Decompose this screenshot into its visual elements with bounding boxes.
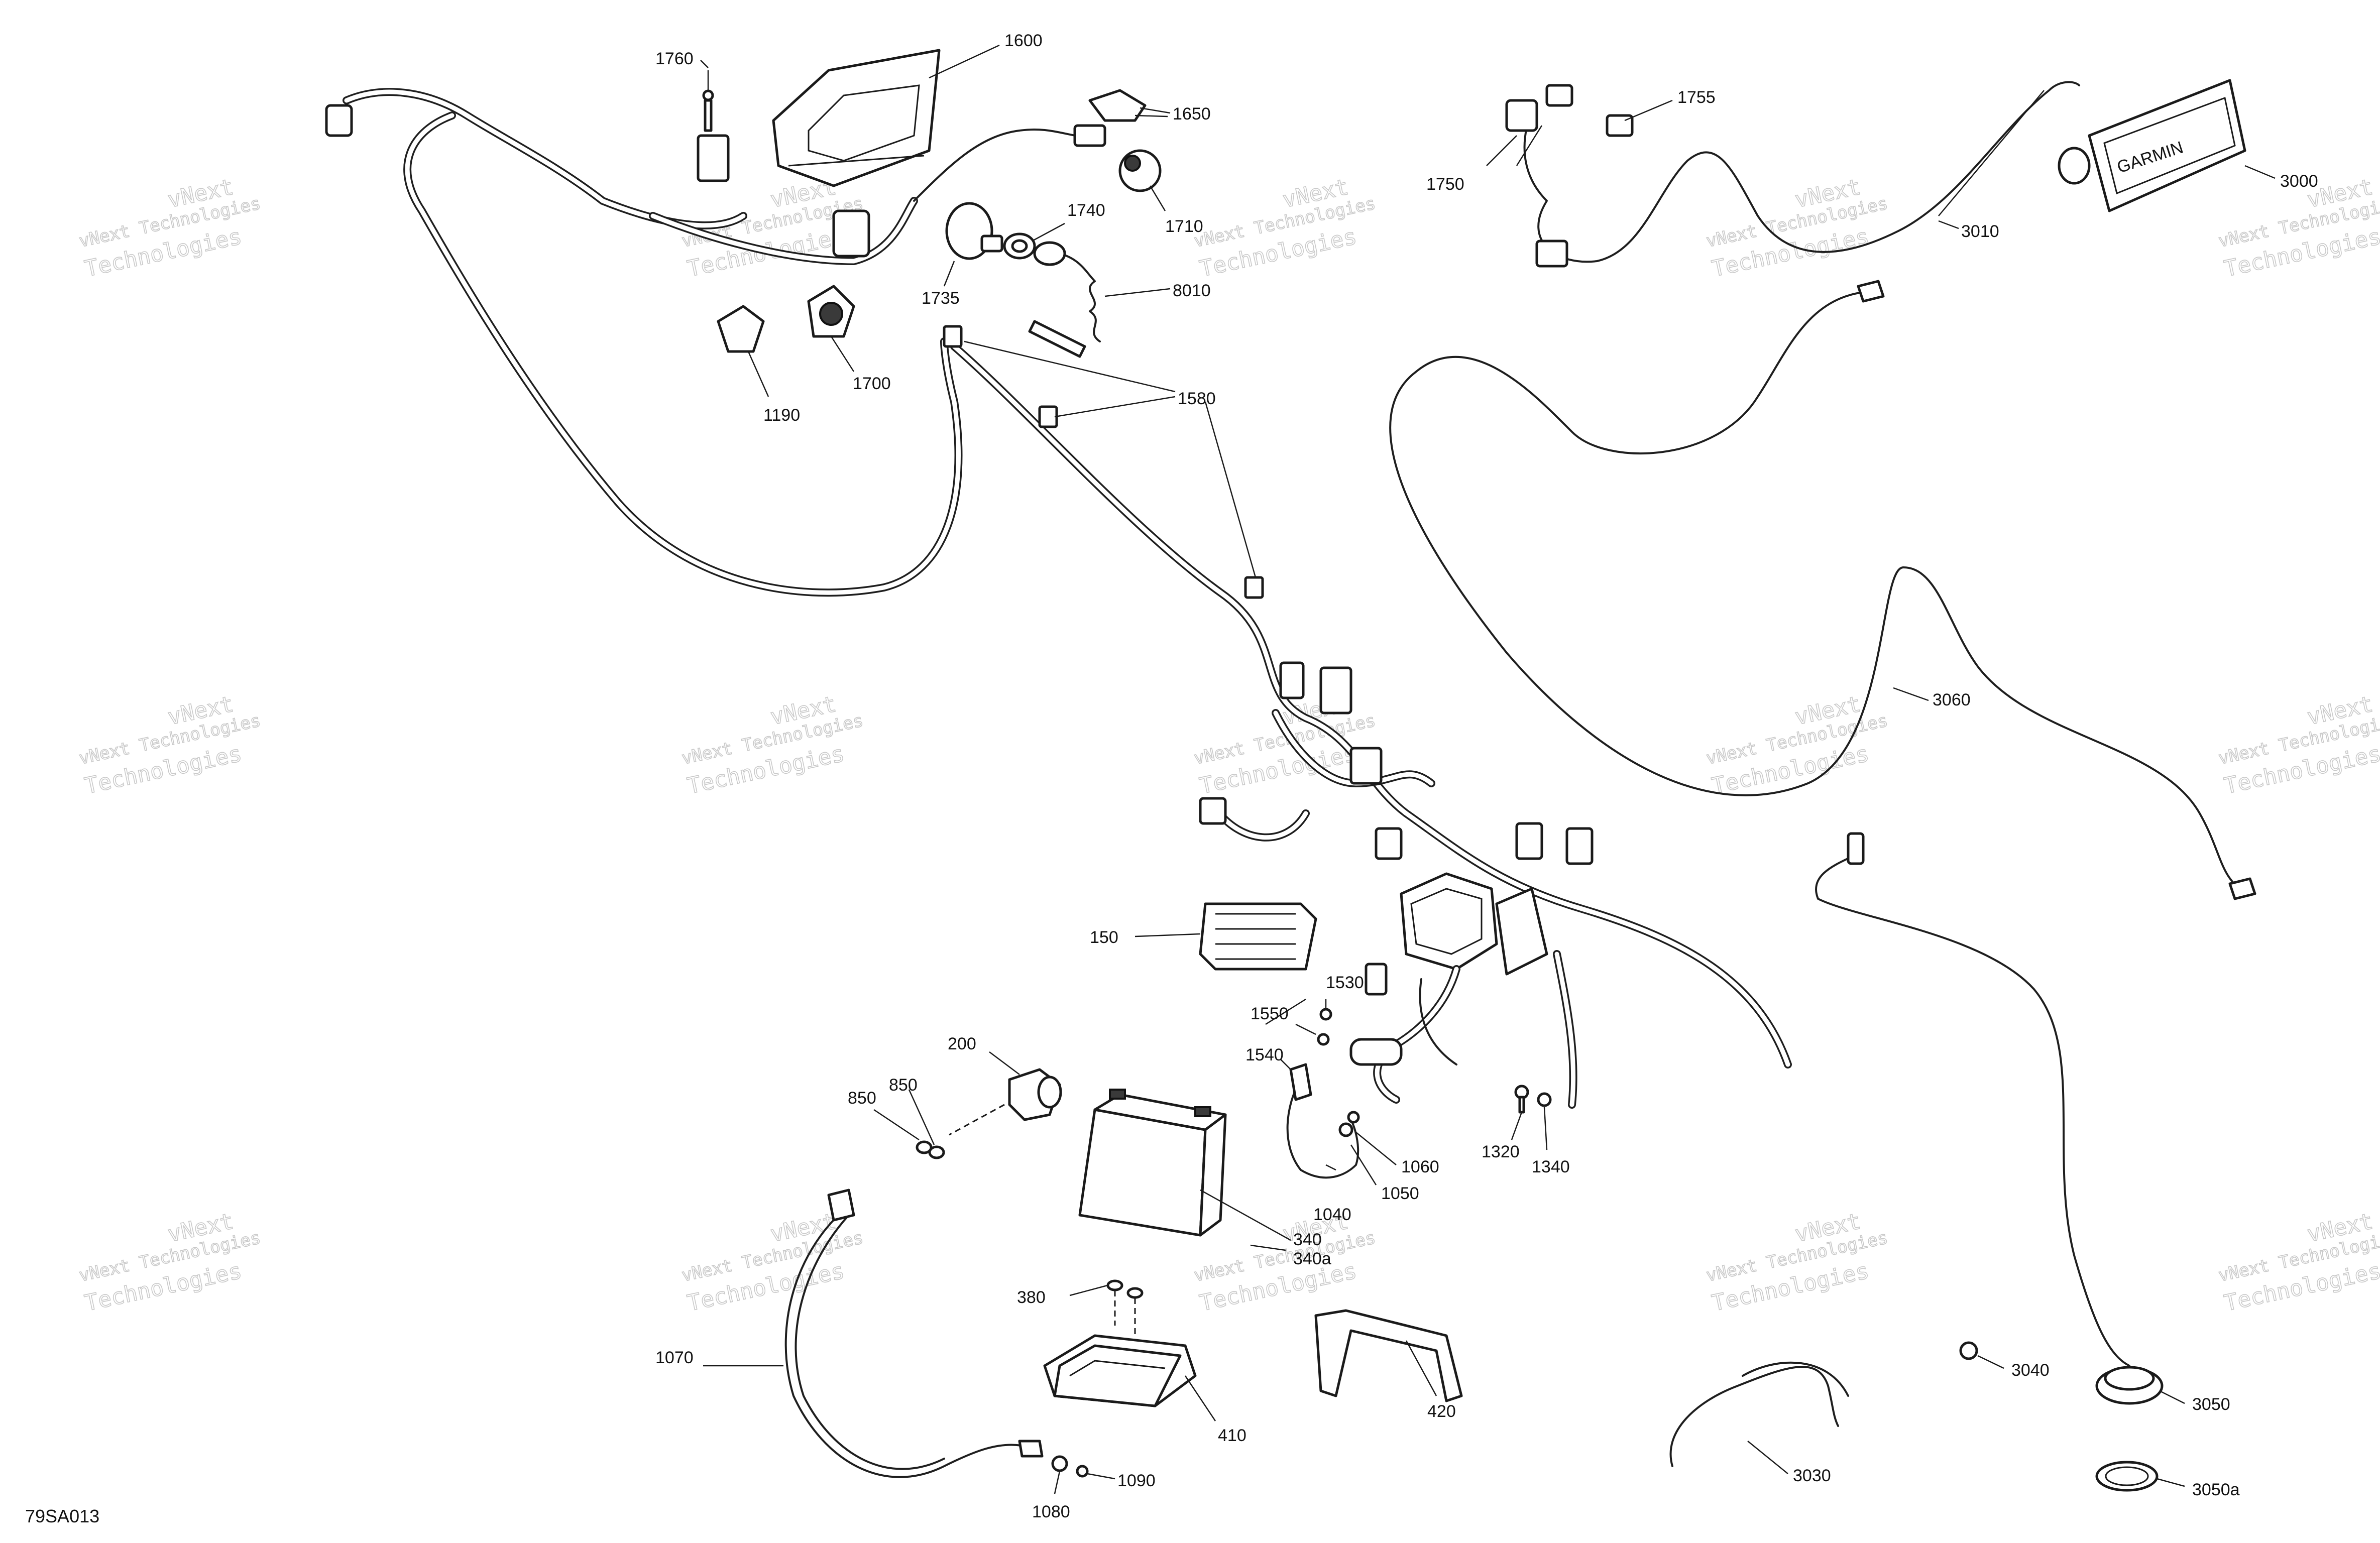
fasteners-1320-1340 — [1511, 1085, 1552, 1150]
part-label: 1600 — [1004, 31, 1043, 50]
connector-1650 — [1088, 89, 1171, 122]
part-label: 1750 — [1426, 175, 1464, 194]
part-label: 200 — [948, 1034, 976, 1053]
part-label: 1070 — [655, 1348, 694, 1367]
dash-harness — [325, 88, 1792, 1069]
watermark: vNext Technologies vNext Technologies — [1704, 174, 1890, 282]
switch-1710 — [1118, 149, 1166, 211]
part-label: 3060 — [1933, 690, 1971, 709]
part-label: 1580 — [1178, 389, 1216, 408]
connector-1190 — [717, 305, 769, 397]
part-label: 1530 — [1326, 973, 1364, 992]
part-label: 340 — [1293, 1230, 1322, 1249]
screws-380 — [1069, 1279, 1144, 1336]
watermark: vNext Technologies vNext Technologies — [77, 1208, 263, 1317]
watermark: vNext Technologies vNext Technologies — [77, 174, 263, 282]
part-label: 1060 — [1401, 1157, 1439, 1176]
watermark: vNext Technologies vNext Technologies — [679, 1208, 865, 1317]
ground-cable-1540 — [1280, 999, 1397, 1185]
part-label: 3040 — [2011, 1361, 2050, 1380]
part-label: 1090 — [1117, 1471, 1156, 1490]
nut-1740 — [1003, 222, 1065, 260]
instrument-cluster — [772, 44, 1000, 187]
figure-reference: 79SA013 — [25, 1506, 99, 1526]
watermark: vNext Technologies vNext Technologies — [1192, 174, 1378, 282]
part-label: 1740 — [1067, 201, 1105, 220]
watermark: vNext Technologies vNext Technologies — [77, 691, 263, 799]
part-label: 150 — [1090, 928, 1118, 947]
part-label: 1540 — [1245, 1045, 1284, 1064]
screw-3040 — [1959, 1341, 2004, 1369]
battery-cable-1070 — [703, 1189, 1044, 1478]
part-labels: 1760 1600 1650 1740 1710 1735 8010 1190 … — [655, 31, 2318, 1521]
fasteners-1080-1090 — [1051, 1455, 1115, 1494]
battery-340 — [1078, 1089, 1291, 1241]
nuts-850 — [873, 1089, 945, 1159]
part-label: 1550 — [1251, 1004, 1289, 1023]
part-label: 1710 — [1165, 217, 1203, 236]
watermarks: vNext Technologies vNext Technologies vN… — [77, 174, 2380, 1317]
cable-clips-1580 — [943, 325, 1264, 599]
part-label: 850 — [889, 1076, 918, 1095]
part-label: 1760 — [655, 49, 694, 68]
battery-tray-410 — [1043, 1334, 1216, 1421]
part-label: 410 — [1218, 1426, 1246, 1445]
battery-strap-420 — [1314, 1309, 1463, 1402]
part-label: 420 — [1427, 1402, 1456, 1421]
coiled-cable-8010 — [1028, 241, 1171, 358]
screw-1760 — [702, 70, 714, 132]
wire-3030 — [1669, 1361, 1849, 1474]
part-label: 850 — [848, 1089, 876, 1108]
switch-1700 — [807, 285, 855, 372]
part-label: 1735 — [922, 289, 960, 308]
part-label: 1190 — [763, 406, 800, 425]
part-label: 3010 — [1961, 222, 1999, 241]
part-label: 1040 — [1313, 1205, 1351, 1224]
solenoid-200 — [949, 1051, 1062, 1136]
part-label: 1340 — [1532, 1157, 1570, 1176]
part-label: 1050 — [1381, 1184, 1419, 1203]
accessory-harness — [1486, 81, 2080, 268]
part-label: 8010 — [1173, 281, 1211, 300]
part-label: 3050a — [2192, 1480, 2240, 1499]
main-harness — [1199, 661, 1594, 1109]
part-label: 340a — [1293, 1249, 1331, 1268]
part-label: 1755 — [1677, 88, 1716, 107]
watermark: vNext Technologies vNext Technologies — [2216, 1208, 2380, 1317]
transducer-cable-3050 — [1815, 832, 2185, 1492]
watermark: vNext Technologies vNext Technologies — [1704, 1208, 1890, 1317]
part-label: 1080 — [1032, 1502, 1070, 1521]
watermark: vNext Technologies vNext Technologies — [2216, 691, 2380, 799]
part-label: 1700 — [853, 374, 891, 393]
antenna-cable-3060 — [1389, 280, 2256, 900]
part-label: 3050 — [2192, 1395, 2230, 1414]
watermark: vNext Technologies vNext Technologies — [679, 691, 865, 799]
part-label: 3000 — [2280, 172, 2318, 191]
part-label: 1320 — [1482, 1142, 1520, 1161]
part-label: 3030 — [1793, 1466, 1831, 1485]
callout-lines — [700, 60, 2045, 1251]
voltage-regulator-150 — [1135, 902, 1317, 971]
garmin-display: GARMIN — [2058, 79, 2276, 212]
part-label: 1650 — [1173, 104, 1211, 124]
socket-1735 — [943, 202, 1003, 287]
part-label: 380 — [1017, 1288, 1046, 1307]
